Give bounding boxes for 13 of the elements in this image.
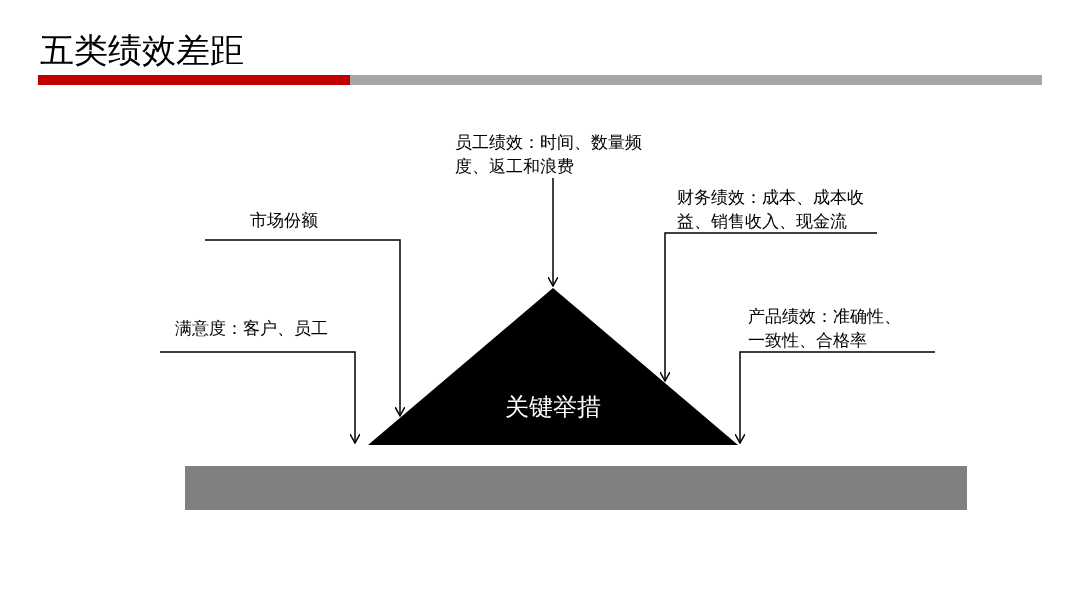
text-label: 满意度：客户、员工 [160, 316, 355, 352]
arrow [204, 239, 406, 417]
text-label: 产品绩效：准确性、一致性、合格率 [740, 304, 915, 352]
title: 五类绩效差距 [40, 29, 244, 72]
text-label: 市场份额 [205, 208, 400, 240]
text-label: 员工绩效：时间、数量频度、返工和浪费 [445, 130, 668, 178]
arrow [547, 177, 559, 287]
arrow [159, 351, 361, 444]
base-bar [185, 466, 967, 510]
arrow [659, 232, 878, 382]
arrow [734, 351, 936, 444]
text-label: 财务绩效：成本、成本收益、销售收入、现金流 [665, 185, 877, 233]
triangle: 关键举措 [368, 288, 738, 445]
